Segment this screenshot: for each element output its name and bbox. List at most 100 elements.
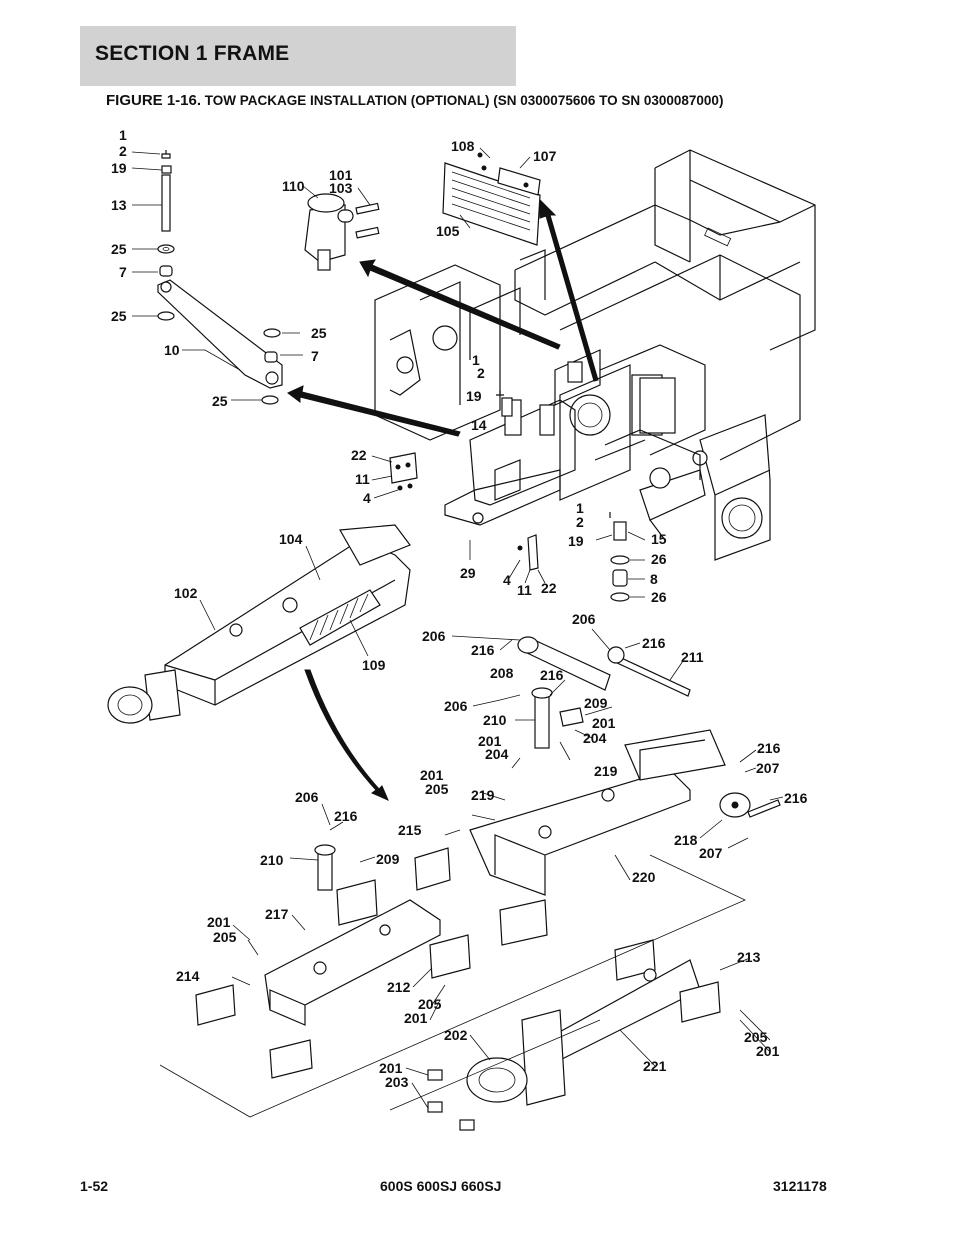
decal-105: [442, 152, 541, 246]
section-header: SECTION 1 FRAME: [80, 26, 516, 86]
callout-26b: 26: [651, 589, 667, 605]
callout-209: 209: [584, 695, 608, 711]
pin-assembly-208: [517, 636, 691, 749]
callout-110: 110: [282, 178, 305, 194]
leader-lines: [131, 147, 784, 1109]
callout-218: 218: [674, 832, 698, 848]
callout-206: 206: [422, 628, 446, 644]
callout-205c: 205: [418, 996, 442, 1012]
callout-216c: 216: [540, 667, 564, 683]
hitch-217: [195, 844, 471, 1079]
hitch-220: [414, 729, 781, 946]
callout-208: 208: [490, 665, 514, 681]
callout-108: 108: [451, 138, 475, 154]
valve-110: [304, 193, 380, 271]
callout-205: 205: [425, 781, 449, 797]
callout-25: 25: [111, 241, 127, 257]
callout-8: 8: [650, 571, 658, 587]
link-assembly-10: [157, 150, 283, 405]
callout-labels: 1 2 19 13 25 7 25 10 25 7 25 110 101 103…: [111, 127, 808, 1090]
section-title: SECTION 1 FRAME: [95, 42, 290, 65]
callout-201: 201: [592, 715, 616, 731]
callout-2: 2: [119, 143, 127, 159]
callout-26: 26: [651, 551, 667, 567]
callout-216b: 216: [642, 635, 666, 651]
callout-105: 105: [436, 223, 460, 239]
callout-205d: 205: [744, 1029, 768, 1045]
callout-25b: 25: [111, 308, 127, 324]
callout-219b: 219: [594, 763, 618, 779]
callout-206d: 206: [295, 789, 319, 805]
hitch-221: [427, 939, 721, 1131]
callout-201d: 201: [207, 914, 231, 930]
footer-models: 600S 600SJ 660SJ: [380, 1178, 502, 1194]
callout-217: 217: [265, 906, 289, 922]
callout-25c: 25: [311, 325, 327, 341]
callout-13: 13: [111, 197, 127, 213]
callout-10: 10: [164, 342, 180, 358]
drawbar-assembly-102: [107, 524, 411, 724]
assembly-outline: [159, 854, 746, 1118]
callout-216: 216: [471, 642, 495, 658]
callout-201c: 201: [420, 767, 444, 783]
callout-214: 214: [176, 968, 200, 984]
callout-204: 204: [485, 746, 509, 762]
callout-1b: 1: [472, 352, 480, 368]
assembly-arrows: [287, 198, 599, 801]
figure-caption: TOW PACKAGE INSTALLATION (OPTIONAL) (SN …: [204, 93, 724, 108]
callout-210: 210: [483, 712, 507, 728]
callout-220: 220: [632, 869, 656, 885]
callout-7: 7: [119, 264, 127, 280]
callout-215: 215: [398, 822, 422, 838]
callout-103: 103: [329, 180, 353, 196]
callout-15: 15: [651, 531, 667, 547]
callout-107: 107: [533, 148, 557, 164]
figure-title: FIGURE 1-16. TOW PACKAGE INSTALLATION (O…: [106, 92, 723, 109]
callout-210b: 210: [260, 852, 284, 868]
figure-number: FIGURE 1-16.: [106, 92, 202, 109]
callout-19c: 19: [568, 533, 584, 549]
callout-205b: 205: [213, 929, 237, 945]
callout-209b: 209: [376, 851, 400, 867]
callout-204b: 204: [583, 730, 607, 746]
callout-219: 219: [471, 787, 495, 803]
callout-201g: 201: [756, 1043, 780, 1059]
callout-22: 22: [351, 447, 367, 463]
callout-22b: 22: [541, 580, 557, 596]
callout-19: 19: [111, 160, 127, 176]
callout-104: 104: [279, 531, 303, 547]
frame-assembly: [374, 149, 816, 561]
callout-101: 101: [329, 167, 353, 183]
callout-221: 221: [643, 1058, 667, 1074]
callout-201b: 201: [478, 733, 502, 749]
callout-207: 207: [756, 760, 780, 776]
callout-201f: 201: [379, 1060, 403, 1076]
callout-216f: 216: [334, 808, 358, 824]
callout-7b: 7: [311, 348, 319, 364]
small-parts-upper: [389, 390, 630, 602]
callout-202: 202: [444, 1027, 468, 1043]
callout-11: 11: [355, 471, 370, 487]
callout-109: 109: [362, 657, 386, 673]
footer-page-number: 1-52: [80, 1178, 109, 1194]
callout-4: 4: [363, 490, 371, 506]
callout-1c: 1: [576, 500, 584, 516]
footer-part-number: 3121178: [773, 1178, 827, 1194]
callout-212: 212: [387, 979, 411, 995]
callout-19b: 19: [466, 388, 482, 404]
callout-14: 14: [471, 417, 487, 433]
callout-4b: 4: [503, 572, 511, 588]
callout-211: 211: [681, 649, 704, 665]
callout-25d: 25: [212, 393, 228, 409]
callout-206b: 206: [572, 611, 596, 627]
callout-11b: 11: [517, 582, 532, 598]
callout-216d: 216: [757, 740, 781, 756]
callout-216e: 216: [784, 790, 808, 806]
callout-102: 102: [174, 585, 198, 601]
callout-201e: 201: [404, 1010, 428, 1026]
callout-206c: 206: [444, 698, 468, 714]
callout-29: 29: [460, 565, 476, 581]
callout-203: 203: [385, 1074, 409, 1090]
callout-2c: 2: [576, 514, 584, 530]
